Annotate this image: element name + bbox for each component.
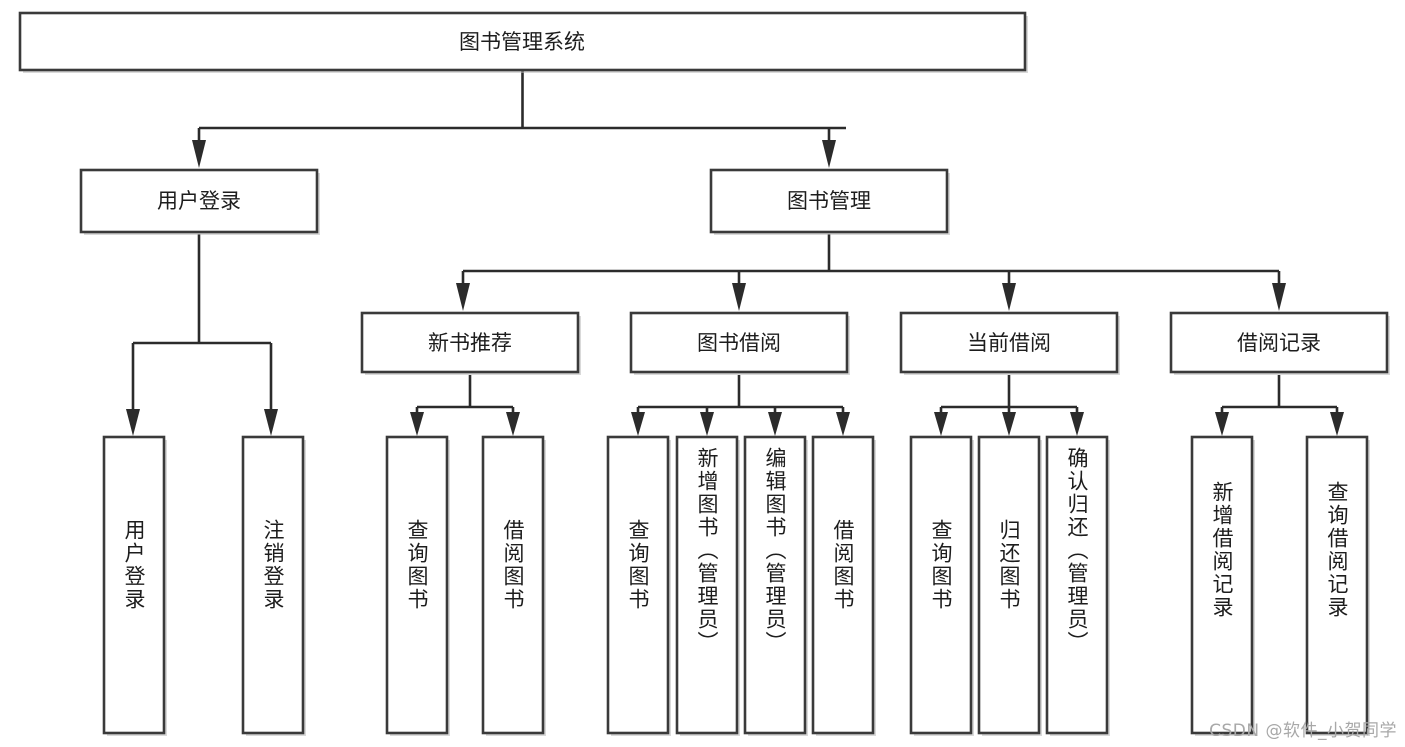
node-borrow-record-label: 借阅记录 xyxy=(1237,331,1321,355)
node-user-login-label: 用户登录 xyxy=(157,189,241,213)
connector-group-new-book-rec xyxy=(410,375,520,436)
arrow-root-to-book-manage xyxy=(822,140,836,168)
leaf-borrow-book-2-rect[interactable] xyxy=(811,435,875,735)
arrow-to-leaf-logout xyxy=(264,409,278,436)
leaf-logout-rect[interactable] xyxy=(241,435,305,735)
leaf-query-book-1-rect[interactable] xyxy=(385,435,449,735)
node-new-book-rec[interactable]: 新书推荐 xyxy=(360,311,581,375)
leaf-add-record-rect[interactable] xyxy=(1190,435,1254,735)
arrow-to-leaf-return-book xyxy=(1002,412,1016,436)
leaf-add-book-rect[interactable] xyxy=(675,435,739,735)
connector-group-book-borrow xyxy=(631,375,850,436)
arrow-to-leaf-confirm-return xyxy=(1070,412,1084,436)
connector-group-borrow-record xyxy=(1215,375,1344,436)
node-user-login-rect xyxy=(79,168,319,234)
node-current-borrow[interactable]: 当前借阅 xyxy=(899,311,1120,375)
node-borrow-record-rect xyxy=(1169,311,1389,374)
node-user-login[interactable]: 用户登录 xyxy=(79,168,320,235)
arrow-to-current-borrow xyxy=(1002,283,1016,311)
node-root-label: 图书管理系统 xyxy=(459,30,585,54)
leaf-query-book-2-rect[interactable] xyxy=(606,435,670,735)
leaf-return-book-rect[interactable] xyxy=(977,435,1041,735)
node-current-borrow-label: 当前借阅 xyxy=(967,331,1051,355)
node-borrow-record[interactable]: 借阅记录 xyxy=(1169,311,1390,375)
leaf-query-book-3-rect[interactable] xyxy=(909,435,973,735)
connector-group-user-login xyxy=(126,234,278,436)
arrow-to-new-book-rec xyxy=(456,283,470,311)
node-book-borrow[interactable]: 图书借阅 xyxy=(629,311,850,375)
leaf-confirm-return-rect[interactable] xyxy=(1045,435,1109,735)
arrow-to-leaf-add-record xyxy=(1215,412,1229,436)
connector-group-book-manage xyxy=(456,234,1286,311)
leaf-user-login-rect[interactable] xyxy=(102,435,166,735)
node-book-manage-label: 图书管理 xyxy=(787,189,871,213)
leaf-borrow-book-1-rect[interactable] xyxy=(481,435,545,735)
node-root[interactable]: 图书管理系统 xyxy=(18,11,1028,73)
connector-group-current-borrow xyxy=(934,375,1084,436)
node-book-borrow-label: 图书借阅 xyxy=(697,331,781,355)
node-root-rect xyxy=(18,11,1027,72)
node-book-borrow-rect xyxy=(629,311,849,374)
arrow-to-leaf-edit-book xyxy=(768,412,782,436)
node-book-manage[interactable]: 图书管理 xyxy=(709,168,950,235)
arrow-to-borrow-record xyxy=(1272,283,1286,311)
node-current-borrow-rect xyxy=(899,311,1119,374)
connector-group-root xyxy=(192,71,846,168)
arrow-to-leaf-add-book xyxy=(700,412,714,436)
arrow-to-leaf-query-book-2 xyxy=(631,412,645,436)
arrow-to-leaf-user-login xyxy=(126,409,140,436)
arrow-to-leaf-query-record xyxy=(1330,412,1344,436)
node-book-manage-rect xyxy=(709,168,949,234)
leaf-boxes xyxy=(102,435,1370,736)
leaf-edit-book-rect[interactable] xyxy=(743,435,807,735)
leaf-query-record-rect[interactable] xyxy=(1305,435,1369,735)
arrow-to-book-borrow xyxy=(732,283,746,311)
node-new-book-rec-rect xyxy=(360,311,580,374)
node-new-book-rec-label: 新书推荐 xyxy=(428,331,512,355)
arrow-to-leaf-borrow-book-1 xyxy=(506,412,520,436)
arrow-to-leaf-query-book-1 xyxy=(410,412,424,436)
arrow-to-leaf-borrow-book-2 xyxy=(836,412,850,436)
arrow-root-to-user-login xyxy=(192,140,206,168)
arrow-to-leaf-query-book-3 xyxy=(934,412,948,436)
csdn-watermark: CSDN @软件_小贺同学 xyxy=(1209,721,1397,741)
